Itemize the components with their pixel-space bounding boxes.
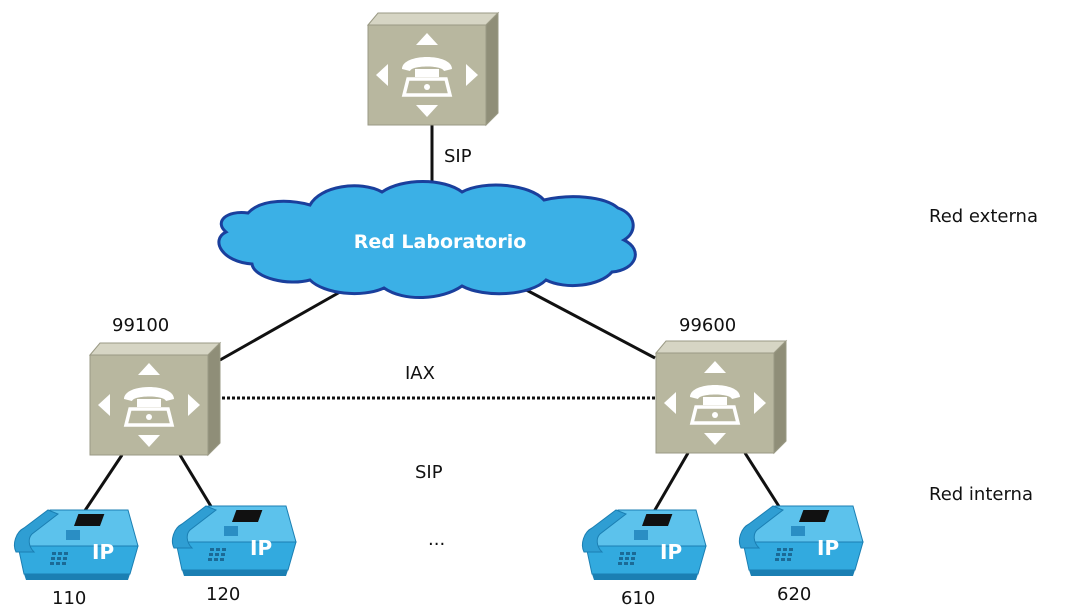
pbx-phone-icon (366, 11, 500, 127)
link-pbx-right-phone-610 (650, 452, 690, 516)
pbx-left-number: 99100 (112, 315, 169, 336)
pbx-99600 (654, 339, 788, 455)
ip-phone-icon (738, 505, 864, 577)
link-pbx-left-phone-120 (178, 454, 214, 509)
ip-badge: IP (660, 540, 682, 564)
internal-protocol-label: SIP (415, 462, 443, 483)
zone-label-external: Red externa (929, 206, 1038, 227)
cloud-label: Red Laboratorio (354, 231, 527, 253)
pbx-99100 (88, 341, 222, 457)
link-pbx-left-phone-110 (80, 454, 124, 516)
link-cloud-pbx-left (219, 290, 341, 362)
phone-number-120: 120 (206, 584, 240, 605)
phone-number-110: 110 (52, 588, 86, 609)
pbx-right-number: 99600 (679, 315, 736, 336)
ip-phone-icon (581, 509, 707, 581)
ip-badge: IP (92, 540, 114, 564)
ip-phone-icon (171, 505, 297, 577)
more-phones-ellipsis: ... (428, 529, 445, 550)
cloud-icon (217, 180, 637, 299)
ip-phone-610: IP (581, 509, 707, 581)
link-pbx-right-phone-620 (743, 452, 782, 509)
link-cloud-pbx-right (514, 282, 656, 360)
ip-phone-110: IP (13, 509, 139, 581)
pbx-phone-icon (654, 339, 788, 455)
ip-phone-620: IP (738, 505, 864, 577)
phone-number-620: 620 (777, 584, 811, 605)
trunk-protocol-label: IAX (405, 363, 435, 384)
pbx-phone-icon (88, 341, 222, 457)
ip-badge: IP (250, 536, 272, 560)
ip-phone-icon (13, 509, 139, 581)
ip-badge: IP (817, 536, 839, 560)
external-pbx (366, 11, 500, 127)
zone-label-internal: Red interna (929, 484, 1033, 505)
external-protocol-label: SIP (444, 146, 472, 167)
ip-phone-120: IP (171, 505, 297, 577)
phone-number-610: 610 (621, 588, 655, 609)
cloud-red-laboratorio: Red Laboratorio (217, 180, 637, 299)
